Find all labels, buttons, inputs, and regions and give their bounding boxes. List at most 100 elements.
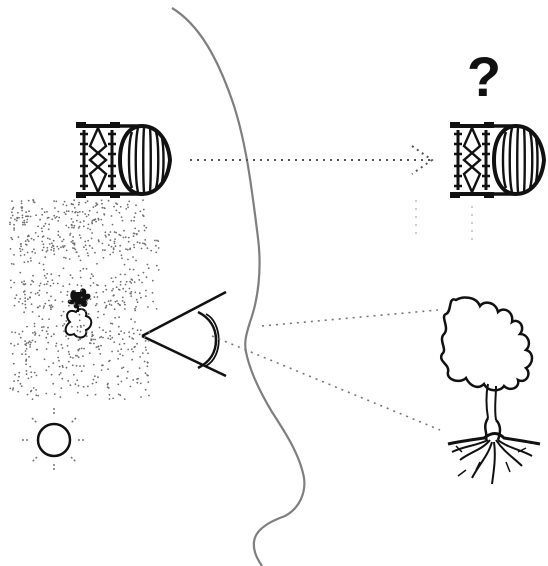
stipple-dot: [112, 247, 115, 250]
stipple-dot: [68, 300, 71, 303]
stipple-dot: [146, 263, 149, 266]
stipple-dot: [61, 300, 64, 303]
stipple-dot: [30, 259, 32, 262]
stipple-dot: [21, 330, 24, 333]
stipple-dot: [33, 248, 35, 251]
stipple-dot: [132, 268, 135, 271]
stipple-dot: [25, 211, 28, 214]
stipple-dot: [39, 282, 42, 285]
stipple-dot: [78, 313, 81, 316]
stipple-dot: [53, 214, 56, 217]
stipple-dot: [138, 242, 141, 244]
stipple-dot: [95, 204, 98, 206]
stipple-dot: [54, 299, 57, 302]
stipple-dot: [21, 221, 24, 224]
stipple-dot: [152, 300, 155, 303]
stipple-dot: [91, 247, 94, 250]
stipple-dot: [113, 231, 116, 233]
stipple-dot: [41, 329, 44, 332]
stipple-dot: [68, 258, 71, 260]
stipple-dot: [46, 210, 48, 213]
stipple-dot: [73, 303, 76, 306]
stipple-dot: [10, 217, 12, 219]
stipple-dot: [50, 246, 53, 249]
stipple-dot: [119, 280, 122, 283]
stipple-dot: [142, 242, 144, 245]
stipple-dot: [38, 334, 41, 337]
stipple-dot: [138, 292, 141, 295]
stipple-dot: [80, 370, 83, 373]
stipple-dot: [116, 203, 119, 206]
stipple-dot: [41, 249, 44, 252]
stipple-dot: [33, 322, 36, 325]
stipple-dot: [95, 346, 98, 348]
stipple-dot: [90, 237, 93, 240]
stipple-dot: [88, 352, 91, 355]
stipple-dot: [145, 289, 147, 292]
stipple-dot: [120, 380, 123, 383]
stipple-dot: [85, 248, 88, 251]
stipple-dot: [74, 383, 77, 386]
stipple-dot: [121, 257, 123, 260]
stipple-dot: [46, 246, 49, 249]
stipple-dot: [123, 332, 126, 334]
stipple-dot: [138, 367, 141, 369]
stipple-dot: [111, 223, 114, 226]
stipple-dot: [48, 304, 51, 307]
stipple-dot: [25, 348, 28, 350]
stipple-dot: [88, 244, 91, 247]
stipple-dot: [151, 292, 154, 294]
stipple-dot: [52, 239, 55, 242]
stipple-dot: [129, 385, 132, 388]
stipple-dot: [27, 260, 29, 263]
stipple-dot: [37, 235, 40, 238]
stipple-dot: [148, 394, 150, 397]
stipple-dot: [51, 242, 53, 245]
stipple-dot: [84, 213, 87, 215]
stipple-dot: [24, 223, 26, 226]
stipple-dot: [113, 205, 115, 208]
stipple-dot: [34, 332, 37, 335]
stipple-dot: [24, 306, 27, 309]
stipple-dot: [82, 267, 85, 270]
stipple-dot: [21, 216, 24, 219]
stipple-dot: [82, 355, 84, 357]
stipple-dot: [103, 313, 105, 316]
stipple-dot: [26, 238, 29, 241]
stipple-dot: [21, 353, 23, 356]
stipple-dot: [19, 298, 21, 300]
stipple-dot: [95, 220, 97, 223]
stipple-dot: [119, 353, 121, 356]
stipple-dot: [83, 246, 85, 249]
stipple-dot: [92, 334, 94, 337]
stipple-dot: [114, 245, 117, 248]
stipple-dot: [52, 250, 55, 252]
stipple-dot: [134, 212, 137, 215]
stipple-dot: [79, 259, 82, 262]
stipple-dot: [102, 249, 104, 251]
stipple-dot: [104, 231, 107, 234]
stipple-dot: [20, 202, 23, 205]
stipple-dot: [138, 333, 141, 336]
stipple-dot: [74, 289, 76, 292]
stipple-dot: [31, 398, 34, 401]
stipple-dot: [35, 389, 37, 391]
stipple-dot: [97, 310, 100, 313]
stipple-dot: [21, 214, 24, 217]
stipple-dot: [131, 327, 134, 330]
stipple-dot: [27, 377, 30, 380]
stipple-dot: [35, 394, 38, 397]
stipple-dot: [29, 296, 31, 299]
stipple-dot: [104, 249, 106, 252]
stipple-dot: [77, 384, 80, 387]
stipple-dot: [129, 280, 132, 283]
stipple-dot: [99, 336, 101, 339]
stipple-dot: [96, 211, 99, 214]
stipple-dot: [86, 200, 89, 203]
stipple-dot: [73, 302, 76, 304]
stipple-dot: [71, 226, 73, 229]
stipple-dot: [38, 262, 41, 265]
stipple-dot: [85, 330, 87, 333]
stipple-dot: [115, 286, 118, 289]
stipple-dot: [65, 224, 68, 227]
